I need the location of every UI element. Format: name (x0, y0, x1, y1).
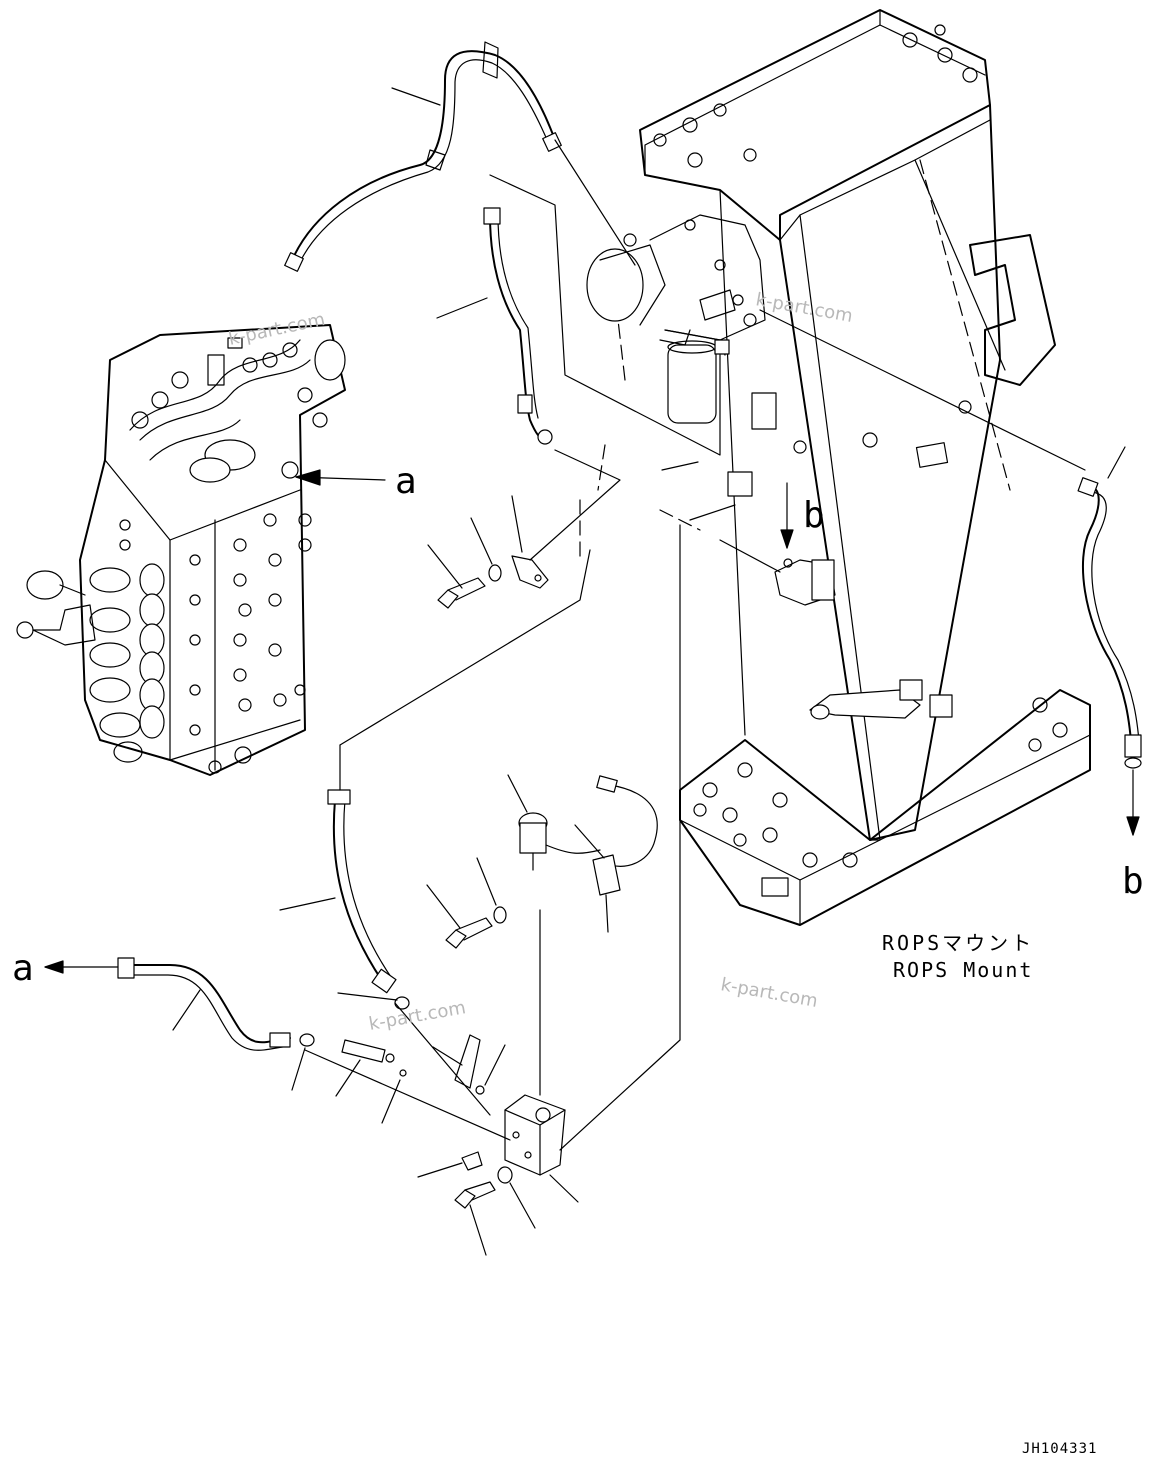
drawing-id: JH104331 (1022, 1441, 1097, 1457)
ref-label-b: b (803, 495, 825, 536)
watermark-text: k-part.com (227, 309, 327, 350)
rops-mount-label-en: ROPS Mount (893, 958, 1033, 982)
watermark-text: k-part.com (719, 974, 819, 1012)
base-plate-holes (693, 697, 1068, 868)
valve-top-solenoids (129, 337, 346, 483)
labels: a b b a ROPSマウント ROPS Mount JH104331 (12, 461, 1144, 1457)
hoses (117, 41, 1142, 1051)
small-parts (299, 471, 953, 1209)
rops-mount-label-jp: ROPSマウント (882, 931, 1034, 955)
valve-spools (89, 563, 165, 763)
valve-filter-assembly (586, 214, 766, 424)
ref-label-b: b (1122, 861, 1144, 902)
ref-label-a: a (395, 461, 417, 502)
leader-lines (44, 87, 1140, 1256)
watermark-text: k-part.com (754, 289, 854, 327)
top-plate-holes (653, 24, 978, 168)
ref-label-a: a (12, 948, 34, 989)
main-control-valve (16, 324, 346, 776)
valve-side-fitting (16, 570, 96, 646)
rops-mount (639, 9, 1091, 926)
valve-face-holes (119, 513, 312, 774)
